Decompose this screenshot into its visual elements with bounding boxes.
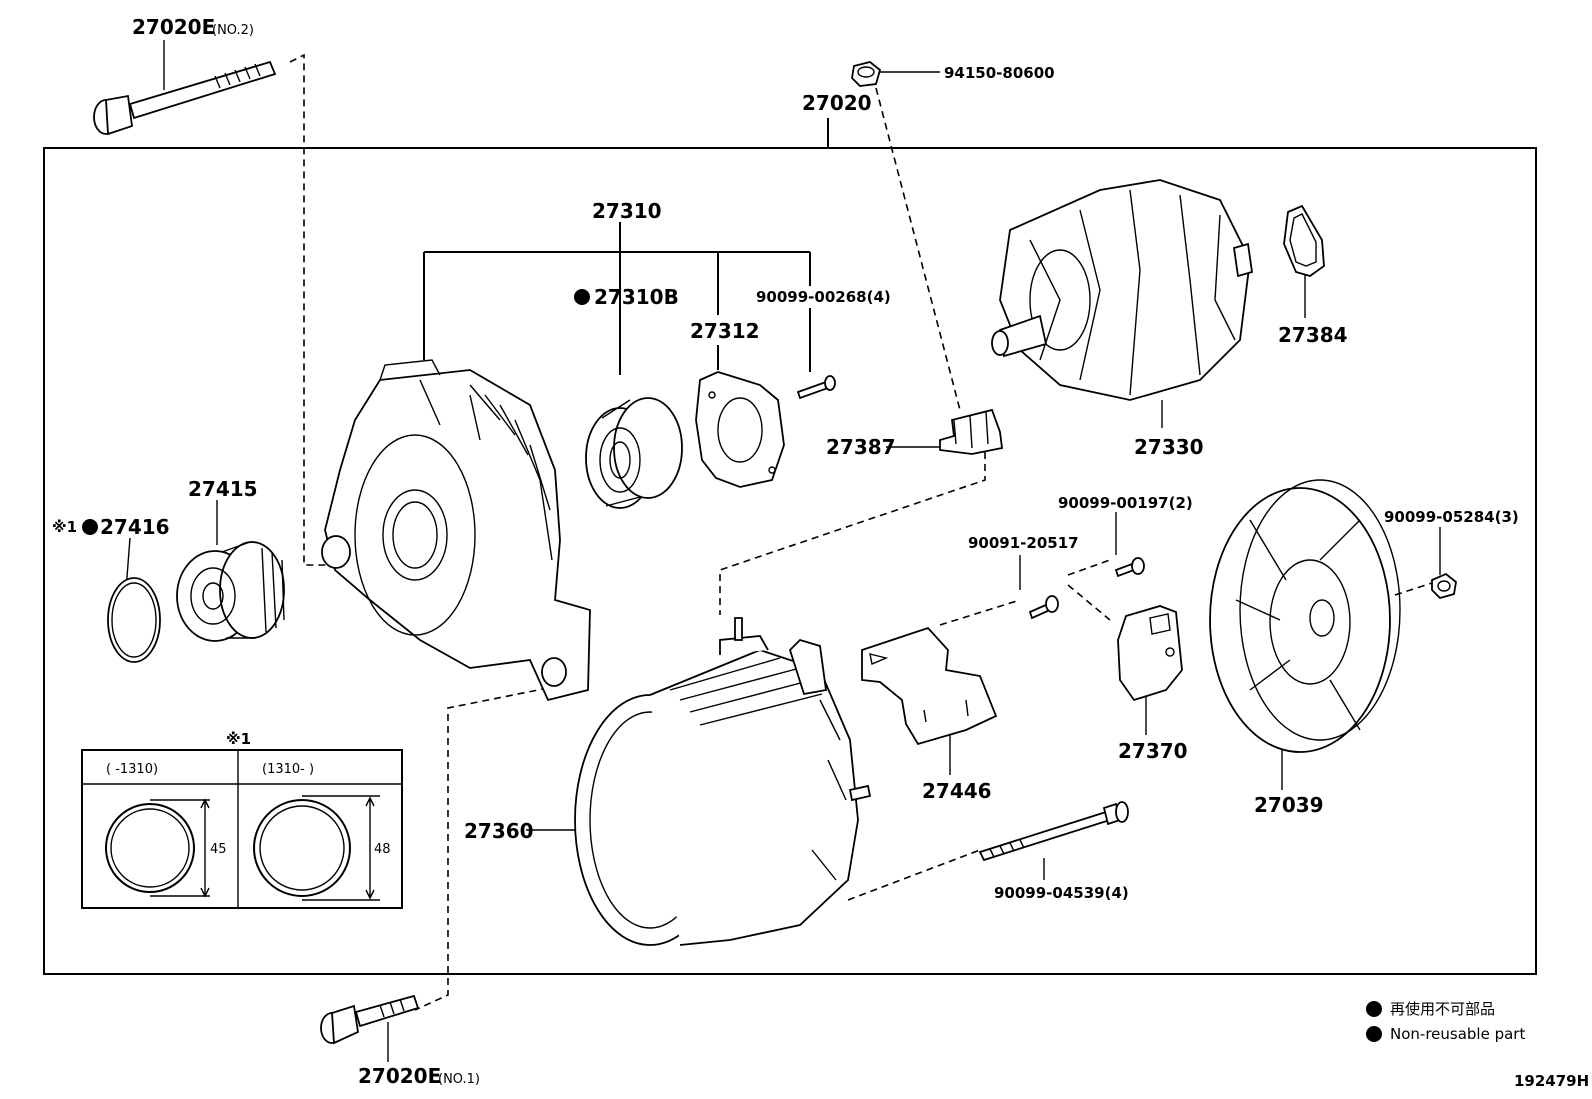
rotor-drawing	[991, 179, 1254, 401]
label-frame-assy: 27310	[592, 199, 662, 223]
label-rear-cover: 27039	[1254, 793, 1324, 817]
assembly-frame	[43, 147, 1537, 975]
through-bolt-drawing	[978, 801, 1129, 862]
inset-col1-header: ( -1310)	[106, 762, 158, 777]
terminal-insulator-drawing	[939, 408, 1003, 455]
screw-retainer-drawing	[796, 375, 836, 400]
cover-plate-drawing	[861, 626, 998, 746]
label-stator-frame: 27360	[464, 819, 534, 843]
stator-frame-drawing	[574, 617, 872, 946]
pulley-drawing	[176, 541, 285, 642]
bolt-no2-drawing	[93, 60, 277, 136]
label-screw-retainer: 90099-00268(4)	[756, 288, 891, 306]
legend-jp: 再使用不可部品	[1390, 1000, 1495, 1018]
screw-small-drawing	[1028, 595, 1059, 620]
non-reusable-marker-icon	[1366, 1001, 1382, 1017]
rear-cover-drawing	[1209, 479, 1401, 753]
nut-cover-drawing	[1431, 572, 1457, 600]
inset-col1-dim: 45	[210, 842, 227, 857]
label-pulley-cap: 27416	[100, 515, 170, 539]
legend	[1366, 1001, 1382, 1042]
dashed-assembly-lines	[289, 53, 1433, 1011]
inset-box	[81, 749, 403, 909]
label-insulator: 27384	[1278, 323, 1348, 347]
label-nut-cover: 90099-05284(3)	[1384, 508, 1519, 526]
label-bolt-no1-suffix: (NO.1)	[438, 1072, 480, 1087]
label-screw-small: 90091-20517	[968, 534, 1079, 552]
pulley-cap-drawing	[107, 577, 161, 663]
label-pulley: 27415	[188, 477, 258, 501]
non-reusable-marker-icon	[1366, 1026, 1382, 1042]
brush-holder-drawing	[1117, 605, 1183, 702]
leader-lines	[125, 40, 1441, 1062]
label-bolt-no2-suffix: (NO.2)	[212, 23, 254, 38]
label-screw-27446: 90099-00197(2)	[1058, 494, 1193, 512]
insulator-drawing	[1283, 204, 1325, 277]
legend-en: Non-reusable part	[1390, 1025, 1525, 1043]
drive-end-frame-drawing	[321, 359, 591, 702]
illustration-id: 192479H	[1514, 1072, 1589, 1090]
bearing-drawing	[585, 397, 683, 509]
cap-non-reusable-icon	[82, 519, 98, 535]
label-cover-plate: 27446	[922, 779, 992, 803]
label-bolt-no1: 27020E	[358, 1064, 441, 1088]
nut-top-drawing	[851, 61, 882, 87]
label-brush-holder: 27370	[1118, 739, 1188, 763]
screw-27446-drawing	[1114, 557, 1145, 578]
label-bolt-no2: 27020E	[132, 15, 215, 39]
retainer-drawing	[695, 371, 785, 488]
label-rotor: 27330	[1134, 435, 1204, 459]
bearing-non-reusable-icon	[574, 289, 590, 305]
label-bearing: 27310B	[594, 285, 679, 309]
inset-col2-header: (1310- )	[262, 762, 314, 777]
label-nut-top: 94150-80600	[944, 64, 1055, 82]
inset-title: ※1	[226, 730, 251, 748]
label-terminal-insulator: 27387	[826, 435, 896, 459]
label-assembly: 27020	[802, 91, 872, 115]
bolt-no1-drawing	[320, 994, 420, 1045]
label-cap-mark: ※1	[52, 518, 77, 536]
label-retainer: 27312	[690, 319, 760, 343]
label-through-bolt: 90099-04539(4)	[994, 884, 1129, 902]
inset-col2-dim: 48	[374, 842, 391, 857]
